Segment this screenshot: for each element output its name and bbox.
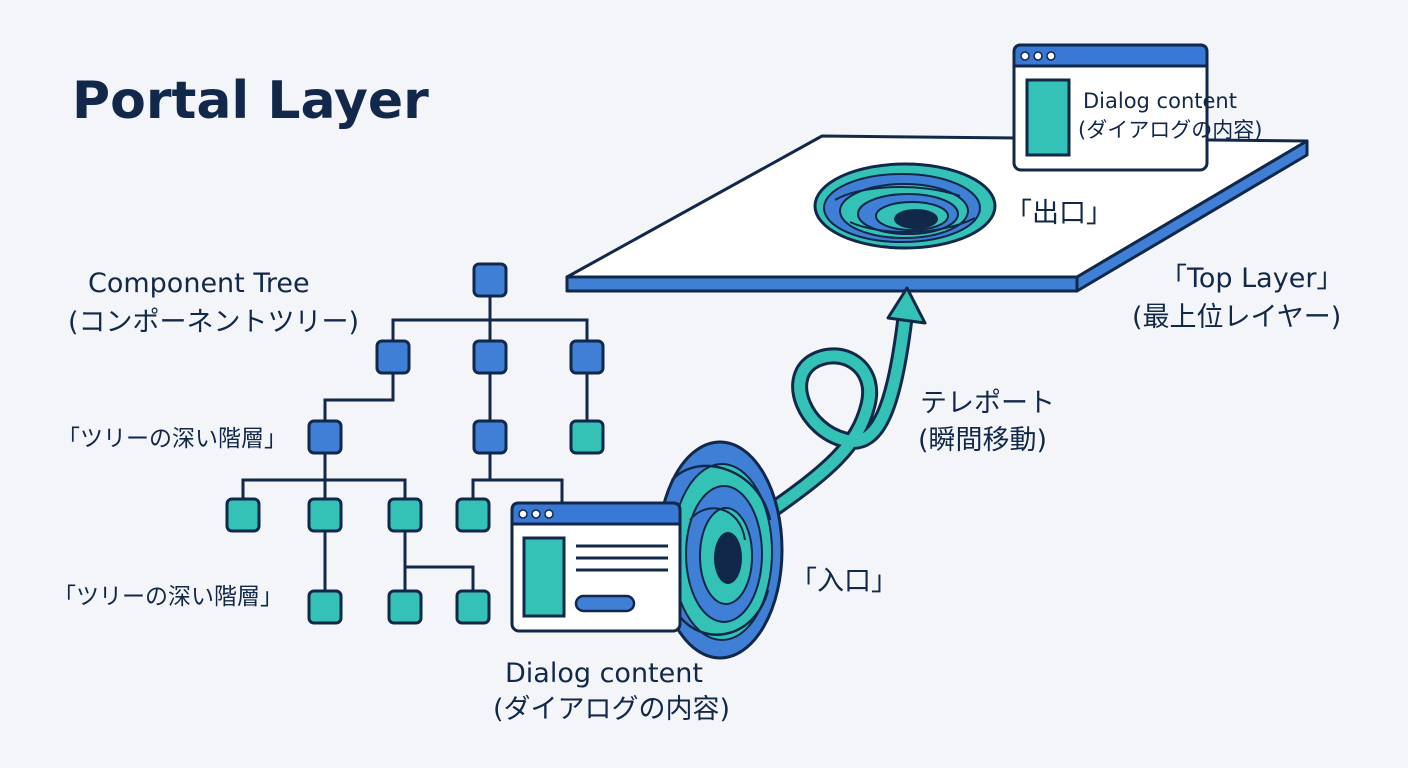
dialog-window-source [510,501,682,633]
deep-level-label: 「ツリーの深い階層」 [53,584,283,610]
tree-node [569,419,605,455]
window-dot-icon [1046,51,1056,61]
deep-level-label: 「ツリーの深い階層」 [57,426,287,452]
entrance-label: 「入口」 [790,566,898,597]
dialog-window-target [1012,43,1209,172]
tree-node [307,497,343,533]
tree-node [375,339,411,375]
tree-node [472,419,508,455]
entrance-portal-icon [656,440,784,660]
window-dot-icon [544,509,554,519]
page-title: Portal Layer [72,71,429,131]
tree-node [387,497,423,533]
tree-node [307,419,343,455]
exit-portal-icon [813,162,997,250]
window-dot-icon [1020,51,1030,61]
dialog-target-label: Dialog content [1083,89,1237,113]
dialog-source-label: Dialog content [505,658,703,689]
tree-node [225,497,261,533]
window-dot-icon [518,509,528,519]
tree-node [472,262,508,298]
tree-node [472,339,508,375]
dialog-target-sublabel: (ダイアログの内容) [1078,118,1262,142]
exit-label: 「出口」 [1005,198,1113,229]
window-dot-icon [531,509,541,519]
tree-node [455,497,491,533]
component-tree-sublabel: (コンポーネントツリー) [68,307,359,338]
component-tree-label: Component Tree [88,268,310,299]
window-dot-icon [1033,51,1043,61]
tree-node [569,339,605,375]
teleport-arrow-icon [756,286,927,524]
component-tree [225,262,605,625]
teleport-sublabel: (瞬間移動) [918,425,1047,456]
tree-node [307,589,343,625]
tree-node [455,589,491,625]
top-layer-label: 「Top Layer」 [1160,263,1343,294]
tree-node [387,589,423,625]
dialog-source-sublabel: (ダイアログの内容) [493,694,730,725]
teleport-label: テレポート [920,388,1055,419]
top-layer-sublabel: (最上位レイヤー) [1132,302,1341,333]
